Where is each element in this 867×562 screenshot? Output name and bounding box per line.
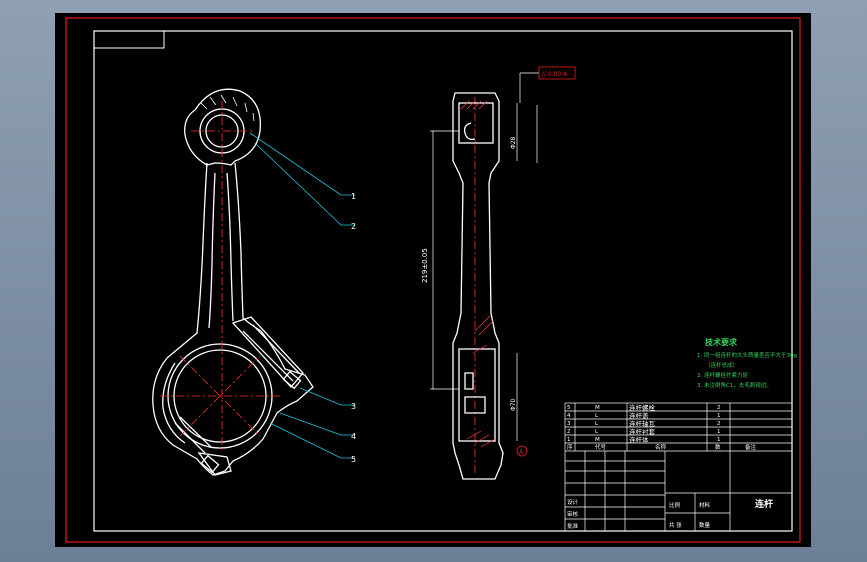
small-end-outline bbox=[184, 88, 261, 166]
bolt-line-upper-2 bbox=[252, 324, 300, 374]
parts-list-code: L bbox=[595, 421, 599, 427]
check-label: 审核 bbox=[567, 510, 579, 518]
cap-split-line-a bbox=[174, 422, 206, 454]
cap-bolt-boss-upper bbox=[231, 316, 304, 388]
shank-left-outer bbox=[166, 162, 208, 359]
shank-left-inner bbox=[208, 172, 216, 329]
shank-right-outer bbox=[234, 162, 262, 332]
cap-bolt-boss-lower bbox=[197, 452, 232, 476]
parts-header-qty: 数 bbox=[715, 443, 721, 451]
parts-list-name: 连杆体 bbox=[629, 435, 649, 444]
dim-center-distance: 219±0.05 bbox=[421, 248, 429, 283]
outer-frame bbox=[65, 17, 801, 543]
parts-header-name: 名称 bbox=[655, 443, 667, 451]
parts-list-no: 2 bbox=[567, 429, 571, 435]
parts-list-name: 连杆盖 bbox=[629, 411, 649, 420]
tech-req-line-4: 3. 未注倒角C1，去毛刺锐边。 bbox=[697, 381, 772, 389]
side-view bbox=[452, 92, 504, 480]
parts-list-name: 连杆衬套 bbox=[629, 427, 656, 436]
shank-right-inner bbox=[226, 172, 234, 322]
big-end-section bbox=[458, 348, 496, 442]
drawing-code-box bbox=[93, 30, 165, 49]
parts-header-code: 代号 bbox=[595, 443, 607, 451]
parts-list-qty: 2 bbox=[717, 421, 721, 427]
bolt-line-upper bbox=[242, 330, 294, 382]
parts-list-qty: 1 bbox=[717, 437, 721, 443]
tech-req-line-2: （连杆总成） bbox=[705, 361, 738, 369]
parts-list-no: 3 bbox=[567, 421, 571, 427]
bolt-section-upper bbox=[464, 372, 474, 390]
tech-req-line-3: 2. 连杆螺栓拧紧力矩 bbox=[697, 371, 748, 379]
parts-list-no: 4 bbox=[567, 413, 571, 419]
scale-label: 比例 bbox=[669, 501, 681, 509]
parts-list-code: M bbox=[595, 405, 600, 411]
parts-list-qty: 1 bbox=[717, 429, 721, 435]
section-hatching bbox=[460, 100, 496, 448]
parts-list-qty: 1 bbox=[717, 413, 721, 419]
callout-3: 3 bbox=[351, 402, 356, 411]
sheet-label: 共 张 bbox=[669, 521, 682, 529]
leader-5 bbox=[269, 422, 355, 459]
dim-small-end: Φ28 bbox=[510, 136, 517, 149]
tolerance-frame-box bbox=[538, 66, 576, 80]
tolerance-frame: // 0.03 A bbox=[542, 71, 568, 78]
dimension-lines bbox=[430, 72, 539, 441]
title-block bbox=[564, 402, 793, 532]
parts-list-name: 连杆轴瓦 bbox=[629, 419, 656, 428]
tech-req-title: 技术要求 bbox=[705, 337, 738, 347]
parts-header-remark: 备注 bbox=[745, 443, 757, 451]
parts-list-name: 连杆螺栓 bbox=[629, 403, 656, 412]
leader-3 bbox=[299, 387, 355, 406]
parts-list: 5 M 连杆螺栓 2 4 L 连杆盖 1 3 L 连杆轴瓦 2 2 L 连杆衬套… bbox=[567, 403, 757, 451]
parts-list-no: 1 bbox=[567, 437, 571, 443]
callout-leaders bbox=[249, 132, 355, 459]
parts-list-no: 5 bbox=[567, 405, 571, 411]
inner-border bbox=[93, 30, 793, 532]
callout-1: 1 bbox=[351, 192, 356, 201]
small-end-bushing bbox=[205, 114, 239, 148]
parts-list-qty: 2 bbox=[717, 405, 721, 411]
callout-2: 2 bbox=[351, 222, 356, 231]
callout-4: 4 bbox=[351, 432, 356, 441]
title-block-frame bbox=[564, 402, 793, 532]
front-view bbox=[152, 88, 314, 476]
oil-hole bbox=[463, 122, 476, 141]
side-outline bbox=[452, 92, 504, 480]
big-end-outline bbox=[152, 330, 314, 476]
design-label: 设计 bbox=[567, 498, 579, 506]
small-end-hatching bbox=[200, 94, 255, 122]
drawing-title: 连杆 bbox=[755, 498, 773, 510]
parts-list-code: L bbox=[595, 429, 599, 435]
bolt-section-lower bbox=[464, 396, 486, 414]
approve-label: 批准 bbox=[567, 522, 579, 530]
datum-label: A bbox=[519, 449, 524, 456]
leader-1 bbox=[249, 132, 355, 196]
bolt-nut-upper bbox=[282, 370, 302, 390]
bolt-nut-lower bbox=[200, 454, 220, 474]
leader-2 bbox=[254, 142, 355, 226]
cap-split-line-b bbox=[179, 416, 212, 448]
parts-list-code: L bbox=[595, 413, 599, 419]
drawing-sheet: 1 2 3 4 5 219±0.05 Φ28 Φ70 // 0.03 A A 技… bbox=[55, 13, 811, 547]
tech-req-line-1: 1. 同一组连杆的大头质量差应不大于30g bbox=[697, 351, 797, 359]
parts-header-no: 序 bbox=[567, 443, 573, 451]
parts-list-code: M bbox=[595, 437, 600, 443]
callout-5: 5 bbox=[351, 455, 356, 464]
front-centerlines bbox=[160, 101, 280, 453]
small-end-section bbox=[458, 102, 494, 144]
dim-big-end: Φ70 bbox=[510, 398, 517, 411]
datum-circle bbox=[516, 445, 528, 457]
material-label: 材料 bbox=[699, 501, 711, 509]
big-end-rib bbox=[162, 362, 186, 444]
big-end-bore bbox=[173, 349, 267, 443]
leader-4 bbox=[279, 412, 355, 436]
engineering-drawing: 1 2 3 4 5 219±0.05 Φ28 Φ70 // 0.03 A A 技… bbox=[65, 17, 801, 543]
qty-label: 数量 bbox=[699, 521, 711, 529]
